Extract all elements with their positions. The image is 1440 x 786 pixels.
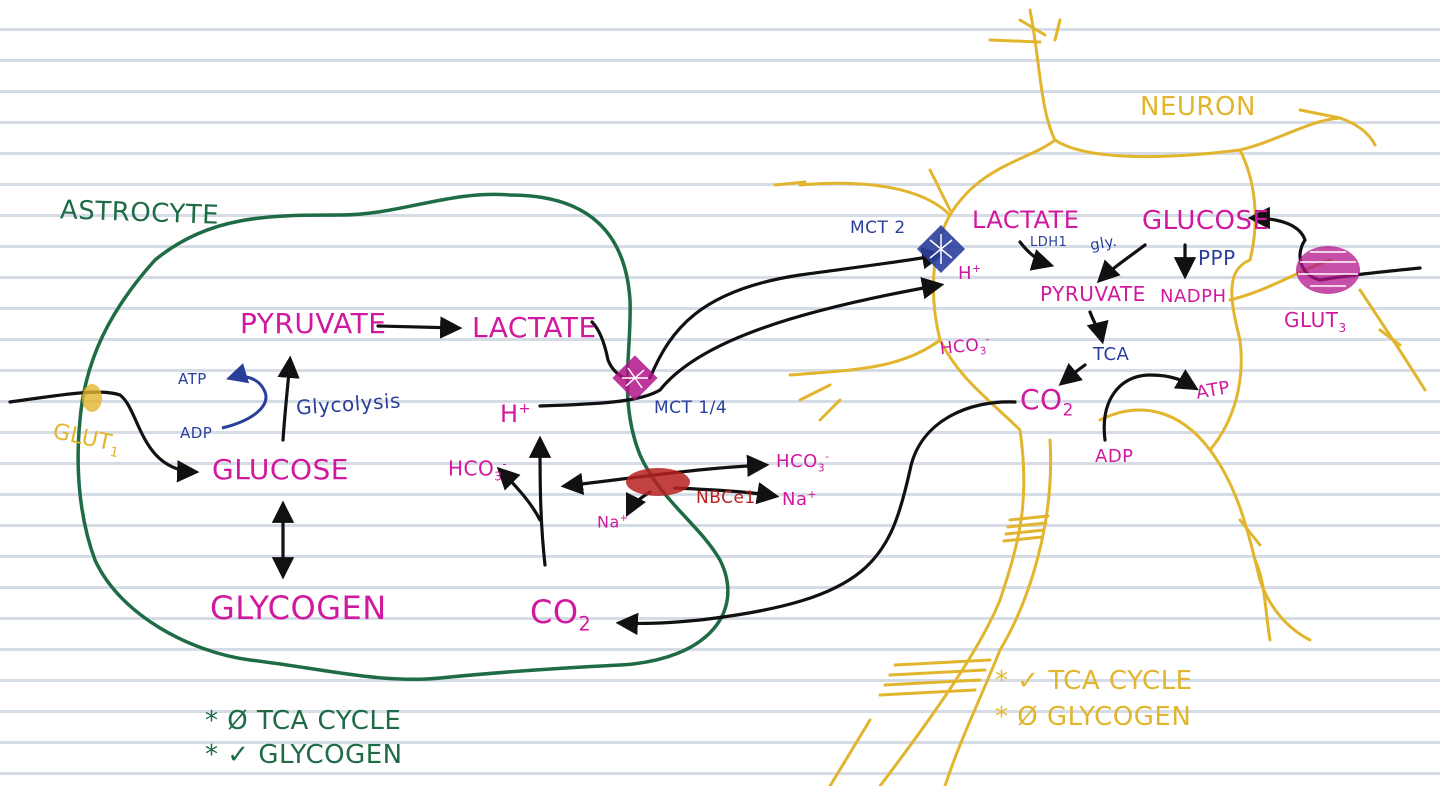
neuron-adp-label: ADP xyxy=(1095,446,1134,467)
nbce1-transporter xyxy=(626,468,690,496)
astrocyte-atp-label: ATP xyxy=(178,370,207,388)
flux-arrows xyxy=(8,206,1422,636)
arrow-glucose-to-pyruvate-neuron xyxy=(1096,243,1147,284)
astrocyte-pyruvate-label: PYRUVATE xyxy=(240,307,387,340)
ppp-label: PPP xyxy=(1198,246,1236,270)
astrocyte-cell-outline xyxy=(76,192,730,682)
arrow-glut1-to-glucose xyxy=(8,390,200,483)
astrocyte-h-plus-label: H+ xyxy=(500,400,532,428)
arrow-lactate-to-pyruvate xyxy=(1018,240,1055,271)
extracellular-hco3-label: HCO3- xyxy=(776,450,830,475)
arrow-h-to-neuron xyxy=(538,277,945,408)
glycogen-label: GLYCOGEN xyxy=(210,589,387,627)
glut3-label: GLUT3 xyxy=(1284,308,1347,335)
arrow-glucose-to-pyruvate xyxy=(277,355,300,442)
arrow-pyruvate-to-tca xyxy=(1086,310,1109,345)
arrow-neuron-co2-to-astrocyte xyxy=(615,400,1017,636)
astrocyte-glucose-label: GLUCOSE xyxy=(212,453,349,486)
neuron-h-plus-label: H+ xyxy=(958,262,982,284)
nadph-label: NADPH xyxy=(1160,286,1227,307)
astrocyte-hco3-label: HCO3- xyxy=(448,456,508,484)
arrow-lactate-to-mct xyxy=(590,320,627,380)
tca-label: TCA xyxy=(1093,344,1130,365)
arrow-co2-to-hco3 xyxy=(496,466,542,522)
glut1-transporter xyxy=(82,384,102,412)
neuron-lactate-label: LACTATE xyxy=(972,206,1080,234)
astrocyte-note-tca: * Ø TCA CYCLE xyxy=(205,706,402,736)
neuron-note-tca: * ✓ TCA CYCLE xyxy=(995,666,1193,696)
nbce1-label: NBCe1 xyxy=(696,488,756,508)
glut3-transporter xyxy=(1296,246,1360,294)
astrocyte-na-in-label: Na+ xyxy=(597,512,629,532)
arrow-nbce-na-out xyxy=(673,482,780,505)
neuron-title: NEURON xyxy=(1140,92,1256,122)
astrocyte-title: ASTROCYTE xyxy=(59,195,220,231)
arrow-co2-to-h xyxy=(528,435,552,567)
astrocyte-co2-label: CO2 xyxy=(530,593,592,636)
neuron-note-glycogen: * Ø GLYCOGEN xyxy=(995,702,1192,732)
mct2-label: MCT 2 xyxy=(850,218,906,238)
glycolysis-abbrev-label: gly. xyxy=(1088,231,1119,255)
extracellular-na-label: Na+ xyxy=(782,488,818,510)
neuron-pyruvate-label: PYRUVATE xyxy=(1040,282,1146,306)
neuron-glucose-label: GLUCOSE xyxy=(1142,206,1270,236)
arrow-adp-to-atp xyxy=(1102,369,1199,442)
arrow-pyruvate-to-lactate xyxy=(376,316,463,339)
astrocyte-note-glycogen: * ✓ GLYCOGEN xyxy=(205,740,403,770)
arrow-adp-to-atp-astrocyte xyxy=(221,363,268,430)
arrow-tca-to-co2 xyxy=(1058,362,1087,386)
mct2-transporter xyxy=(916,224,966,274)
arrow-lactate-to-neuron xyxy=(648,247,945,380)
ldh1-label: LDH1 xyxy=(1030,235,1068,250)
mct14-label: MCT 1/4 xyxy=(654,398,728,418)
astrocyte-adp-label: ADP xyxy=(180,424,213,442)
neuron-co2-label: CO2 xyxy=(1020,383,1074,420)
astrocyte-lactate-label: LACTATE xyxy=(472,311,597,344)
arrow-nbce-na-in xyxy=(625,490,652,518)
